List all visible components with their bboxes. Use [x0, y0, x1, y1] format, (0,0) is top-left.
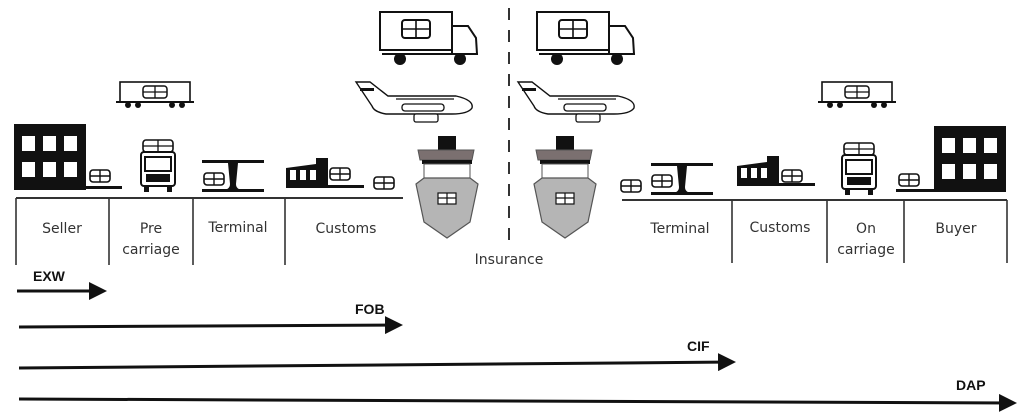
delivery-truck-icon [379, 11, 479, 66]
buyer-building-icon [934, 126, 1006, 192]
stage-label-pre-carriage: carriage [122, 242, 180, 258]
incoterm-arrow-fob [18, 316, 403, 335]
cargo-plane-icon [517, 81, 635, 123]
rail-wagon-icon [115, 81, 195, 109]
truck-front-icon [140, 139, 176, 193]
incoterm-label-fob: FOB [355, 301, 385, 317]
customs-warehouse-icon [737, 156, 815, 186]
cargo-plane-icon [355, 81, 473, 123]
package-icon [373, 176, 395, 190]
package-icon [89, 169, 111, 183]
package-icon [898, 173, 920, 187]
stage-label-pre-carriage: Pre [140, 221, 162, 237]
incoterm-label-dap: DAP [956, 377, 986, 393]
package-icon [203, 172, 225, 186]
stage-label-terminal-import: Terminal [649, 221, 709, 237]
stage-label-buyer: Buyer [935, 221, 976, 237]
delivery-truck-icon [536, 11, 636, 66]
cargo-ship-icon [415, 135, 479, 239]
stage-label-terminal-export: Terminal [207, 220, 267, 236]
cargo-ship-icon [533, 135, 597, 239]
insurance-label: Insurance [475, 252, 544, 268]
incoterm-arrow-dap [18, 393, 1017, 412]
stage-label-on-carriage: carriage [837, 242, 895, 258]
stage-label-seller: Seller [42, 221, 82, 237]
rail-wagon-icon [817, 81, 897, 109]
incoterm-arrow-cif [18, 353, 736, 372]
stage-label-on-carriage: On [856, 221, 876, 237]
package-icon [651, 174, 673, 188]
stage-label-customs-import: Customs [750, 220, 811, 236]
incoterm-label-exw: EXW [33, 268, 66, 284]
truck-front-icon [841, 142, 877, 196]
package-icon [620, 179, 642, 193]
customs-warehouse-icon [286, 158, 364, 188]
stage-label-customs-export: Customs [316, 221, 377, 237]
incoterm-label-cif: CIF [687, 338, 710, 354]
package-icon [329, 167, 351, 181]
seller-building-icon [14, 124, 86, 190]
package-icon [781, 169, 803, 183]
